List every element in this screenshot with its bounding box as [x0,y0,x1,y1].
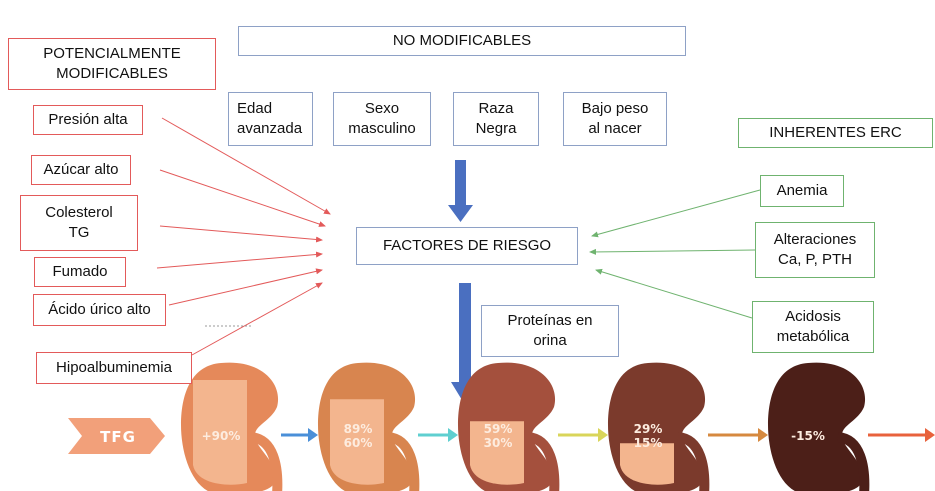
factor-azucar-alto: Azúcar alto [31,155,131,185]
factor-alteraciones: Alteraciones Ca, P, PTH [755,222,875,278]
ureter [836,432,870,491]
stage-label: 29%15% [634,422,663,450]
kidney-function-level [470,421,524,485]
ureter [386,432,420,491]
factor-acidosis: Acidosis metabólica [752,301,874,353]
factor-edad: Edad avanzada [228,92,313,146]
arrow-acido [168,268,323,306]
stage-label: +90% [202,429,241,443]
kidney-stage-2: 89%60% [318,362,420,491]
stage-label: -15% [791,429,825,443]
arrow-azucar [159,169,326,227]
stage-arrow-3 [558,428,608,442]
factor-raza: Raza Negra [453,92,539,146]
factor-colesterol: Colesterol TG [20,195,138,251]
kidney-body [768,362,866,491]
proteins-in-urine: Proteínas en orina [481,305,619,357]
factor-presion-alta: Presión alta [33,105,143,135]
modifiable-header: POTENCIALMENTE MODIFICABLES [8,38,216,90]
arrow-fumado [156,251,323,269]
arrow-hipo [191,282,323,356]
inherent-header: INHERENTES ERC [738,118,933,148]
non-modifiable-header: NO MODIFICABLES [238,26,686,56]
kidney-function-level [620,443,674,485]
factor-acido-urico: Ácido úrico alto [33,294,166,326]
kidney-stage-1: +90% [181,362,283,491]
stage-arrow-1 [281,428,318,442]
kidney-stage-5: -15% [768,362,870,491]
factor-fumado: Fumado [34,257,126,287]
ureter [249,432,283,491]
kidney-function-level [193,380,247,485]
stage-label: 89%60% [344,422,373,450]
factor-sexo: Sexo masculino [333,92,431,146]
tfg-arrow: TFG [68,418,165,454]
stage-arrow-5 [868,428,935,442]
stage-arrow-4 [708,428,768,442]
arrow-alteraciones [589,248,756,255]
arrow-presion [161,117,331,215]
arrow-anemia [591,189,761,238]
kidney-stage-3: 59%30% [458,362,560,491]
ureter [676,432,710,491]
kidney-function-level [330,399,384,485]
arrow-down-top [448,160,473,222]
risk-factors-center: FACTORES DE RIESGO [356,227,578,265]
tfg-label: TFG [100,428,136,446]
factor-anemia: Anemia [760,175,844,207]
factor-bajo-peso: Bajo peso al nacer [563,92,667,146]
stage-arrow-2 [418,428,458,442]
ureter [526,432,560,491]
arrow-acidosis [595,268,753,319]
stage-label: 59%30% [484,422,513,450]
arrow-down-center [451,283,479,405]
arrow-colesterol [159,225,323,243]
kidney-stage-4: 29%15% [608,362,710,491]
factor-hipoalbuminemia: Hipoalbuminemia [36,352,192,384]
